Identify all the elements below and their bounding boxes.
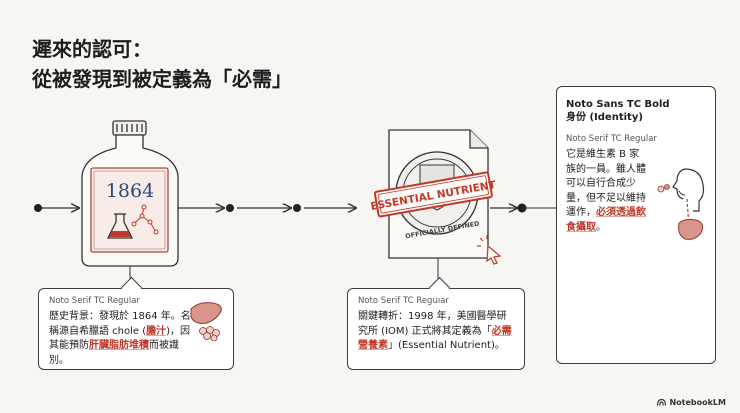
- turning-point-callout: Noto Serif TC Regular 關鍵轉折：1998 年，美國醫學研究…: [347, 276, 525, 370]
- liver-fat-highlight: 肝臟脂肪堆積: [89, 340, 149, 351]
- bottle-year-label: 1864: [106, 180, 154, 202]
- timeline-dot: [293, 204, 301, 212]
- liver-icon: [190, 302, 222, 341]
- history-caption: Noto Serif TC Regular: [49, 296, 140, 306]
- history-callout: Noto Serif TC Regular 歷史背景：發現於 1864 年。名稱…: [38, 276, 234, 370]
- identity-title-font: Noto Sans TC Bold: [566, 99, 670, 110]
- person-eating-icon: [657, 168, 705, 240]
- history-text: 歷史背景：發現於 1864 年。名稱源自希臘語 chole (膽汁)，因其能預防…: [49, 310, 223, 368]
- page-title: 遲來的認可： 從被發現到被定義為「必需」: [32, 34, 292, 94]
- history-text-part: 歷史背景：發現於 1864 年。名稱源自希臘語 chole (: [49, 311, 191, 337]
- timeline-dot: [34, 204, 42, 212]
- timeline-dot: [517, 203, 527, 213]
- footer-brand: NotebookLM: [657, 398, 726, 407]
- identity-title: 身份 (Identity): [566, 112, 643, 123]
- turning-text: 關鍵轉折：1998 年，美國醫學研究所 (IOM) 正式將其定義為「必需營養素」…: [358, 310, 514, 354]
- turning-caption: Noto Serif TC Regular: [358, 296, 449, 306]
- identity-caption: Noto Serif TC Regular: [566, 134, 657, 144]
- brand-label: NotebookLM: [669, 398, 726, 407]
- history-text-part: 而被識別。: [49, 340, 179, 366]
- cursor-icon: [477, 235, 502, 265]
- identity-text-part: 。: [596, 221, 606, 233]
- title-line-2: 從被發現到被定義為「必需」: [32, 67, 292, 91]
- essential-nutrient-highlight: 必需營養素: [358, 325, 512, 352]
- essential-nutrient-stamp: [373, 171, 493, 218]
- callout-connectors: [129, 207, 556, 283]
- dietary-intake-highlight: 必須透過飲食攝取: [566, 207, 646, 233]
- identity-text: 它是維生素 B 家族的一員。雖人體可以自行合成少量，但不足以維持運作，必須透過飲…: [566, 148, 648, 235]
- bottle-illustration: [81, 120, 179, 267]
- turning-text-part: 」(Essential Nutrient)。: [388, 340, 505, 351]
- turning-text-part: 關鍵轉折：1998 年，美國醫學研究所 (IOM) 正式將其定義為「: [358, 311, 507, 337]
- history-text-part: )，因其能預防: [49, 325, 191, 352]
- notebooklm-logo-icon: [657, 399, 667, 406]
- identity-text-part: 它是維生素 B 家族的一員。雖人體可以自行合成少量，但不足以維持運作，: [566, 149, 646, 218]
- bile-highlight: 膽汁: [146, 325, 167, 337]
- timeline-dot: [226, 204, 234, 212]
- identity-box: Noto Sans TC Bold 身份 (Identity) Noto Ser…: [556, 86, 716, 364]
- title-line-1: 遲來的認可：: [32, 37, 152, 61]
- timeline-dots: [34, 203, 527, 213]
